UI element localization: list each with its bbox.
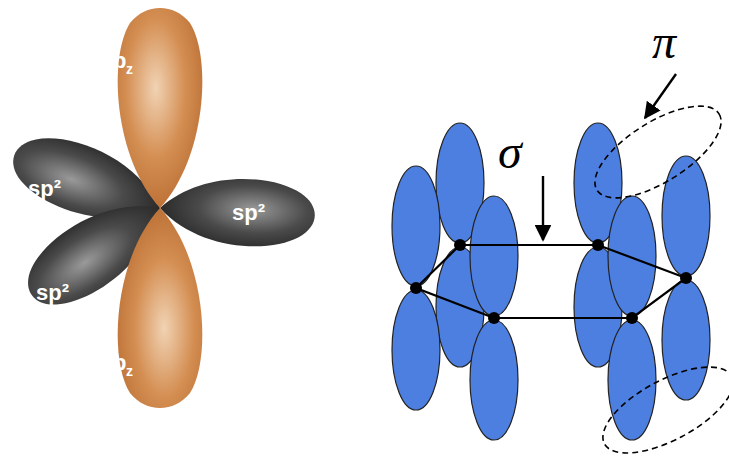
orbital-label: sp²	[232, 202, 265, 224]
orbital-subscript: z	[126, 62, 133, 76]
orbital-label: p	[113, 50, 126, 72]
orbital-label: sp²	[28, 178, 61, 200]
atoms	[410, 239, 692, 324]
pi-arrow	[645, 74, 676, 118]
pi-overlap-ring	[590, 350, 729, 463]
orbital-subscript: z	[126, 364, 133, 378]
orbital-label: p	[113, 352, 126, 374]
sigma-bonds	[416, 245, 686, 318]
pi-overlap-ring	[581, 88, 729, 215]
bond-symbol: π	[652, 18, 676, 66]
p-orbital	[118, 8, 203, 408]
bond-symbol: σ	[498, 128, 522, 176]
orbital-label: sp²	[36, 282, 69, 304]
sigma-arrow	[542, 176, 544, 240]
carbon-ring	[392, 123, 710, 440]
